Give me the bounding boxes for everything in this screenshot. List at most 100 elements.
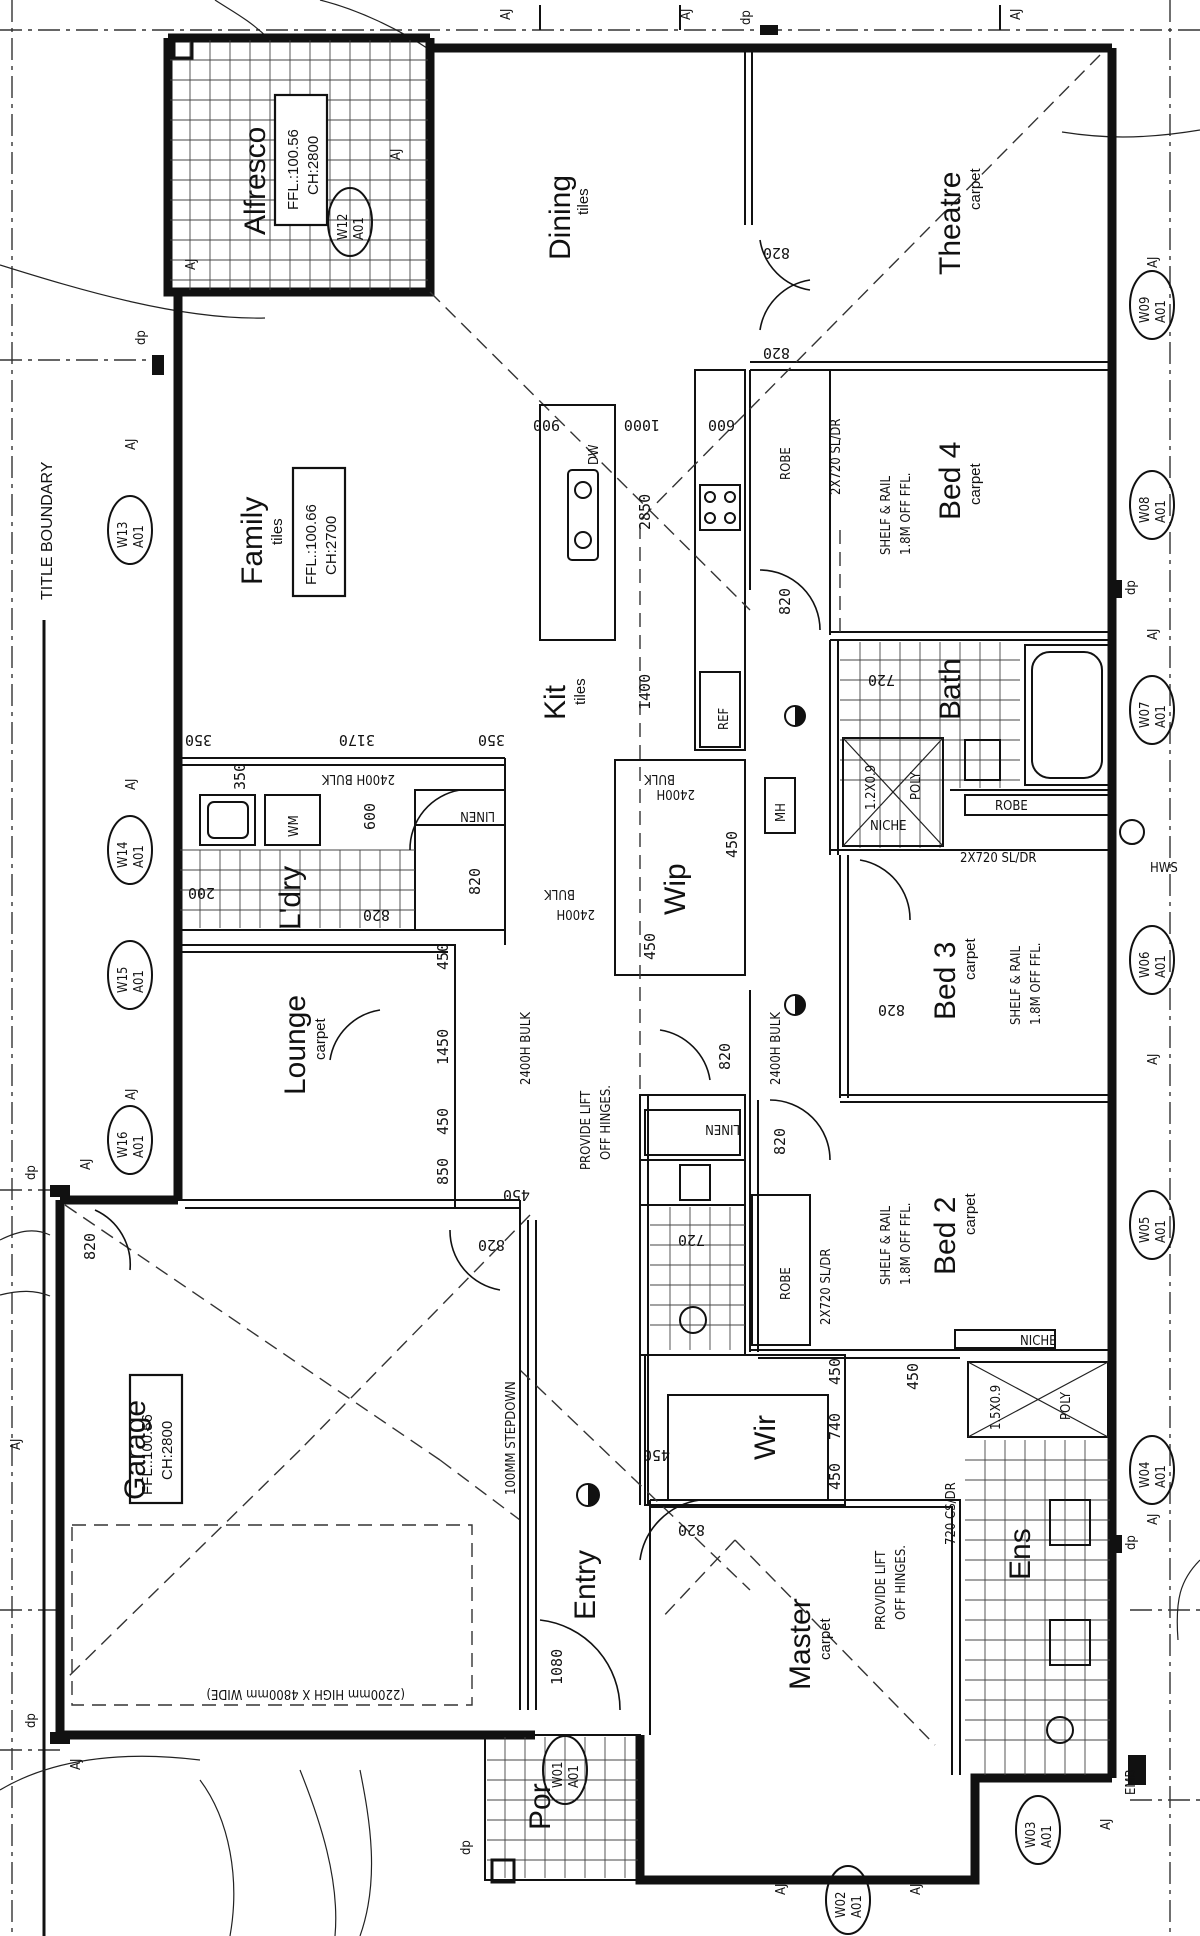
dim-1080: 1080 [548,1649,566,1685]
dim-450-wip: 450 [723,831,741,858]
room-bath: Bath [934,658,967,720]
bulk-2400-a: 2400H BULK [519,1012,534,1085]
dw-label: DW [587,444,602,465]
bed2-robe: ROBE [779,1267,794,1300]
dim-820-hall: 820 [716,1043,734,1070]
stepdown-note: 100MM STEPDOWN [504,1381,519,1495]
internal-walls [178,50,1110,1881]
aj-9: AJ [1146,257,1161,268]
tag-w04-a01: A01 [1154,1465,1169,1488]
dim-820-ldry: 820 [363,906,390,924]
room-dining: Dining [544,175,577,260]
lift-hinge-1: PROVIDE LIFT [579,1090,594,1170]
room-theatre: Theatre [934,172,967,275]
tag-w03: W03 [1024,1822,1039,1848]
bed4-shelf-1: SHELF & RAIL [879,476,894,555]
emb-label: EMB [1124,1769,1139,1795]
tag-w01: W01 [551,1762,566,1788]
fixtures [50,25,1146,1884]
bulk-2400-e1: 2400H [656,786,695,801]
bulk-2400-d1: 2400H [556,906,595,921]
tag-w02-a01: A01 [850,1895,865,1918]
window-tags [107,187,1175,1935]
dim-350-b: 350 [478,731,505,749]
dim-450-wir-a: 450 [826,1358,844,1385]
dim-450-wir-d: 450 [643,1446,670,1464]
tag-w12: W12 [336,214,351,240]
bulk-2400-b: 2400H BULK [769,1012,784,1085]
room-master: Master [784,1598,817,1690]
room-lounge: Lounge [279,995,312,1095]
bath-shower-size: 1.2X0.9 [864,765,879,810]
dim-450-lounge-b: 450 [434,1108,452,1135]
room-wir: Wir [749,1415,782,1460]
dim-740: 740 [826,1413,844,1440]
garage-door-note: (2200mm HIGH X 4800mm WIDE) [206,1686,405,1701]
family-ffl: FFL.:100.66 [303,504,320,585]
dp-2: dp [739,10,754,25]
dim-450-lounge-a: 450 [434,943,452,970]
master-lift-1: PROVIDE LIFT [874,1550,889,1630]
aj-8: AJ [389,149,404,160]
tag-w13: W13 [116,522,131,548]
bath-niche: NICHE [870,819,907,834]
tag-w14: W14 [116,842,131,868]
room-por: Por [524,1783,557,1830]
roof-lines [64,54,1101,1746]
dp-1: dp [134,330,149,345]
linen-hall: LINEN [705,1121,740,1136]
ens-csdr: 720 CS/DR [944,1482,959,1545]
bath-poly: POLY [909,771,924,800]
tag-w09: W09 [1138,297,1153,323]
aj-17: AJ [499,9,514,20]
dp-4: dp [1124,1535,1139,1550]
garage-ffl: FFL.:100.56 [139,1414,156,1495]
bulk-2400-c: 2400H BULK [322,771,395,786]
linen-laundry: LINEN [460,808,495,823]
dim-1450: 1450 [434,1029,452,1065]
aj-18: AJ [1009,9,1024,20]
ens-shower-size: 1.5X0.9 [989,1385,1004,1430]
ref-label: REF [717,707,732,730]
room-bed3: Bed 3 [929,942,962,1020]
room-entry: Entry [569,1550,602,1620]
dim-820-dining-b: 820 [763,344,790,362]
bed4-floor: carpet [967,462,984,505]
dim-900: 900 [533,416,560,434]
bed2-sldr: 2X720 SL/DR [819,1249,834,1326]
dim-820-dining: 820 [763,244,790,262]
dim-3170: 3170 [339,731,375,749]
dim-350-a: 350 [185,731,212,749]
tag-w15-a01: A01 [132,970,147,993]
dim-820-lounge: 820 [478,1236,505,1254]
alfresco-ch: CH:2800 [305,136,322,195]
tag-w13-a01: A01 [132,525,147,548]
lift-hinge-2: OFF HINGES. [599,1085,614,1160]
aj-11: AJ [1146,1054,1161,1065]
aj-7: AJ [184,259,199,270]
ens-poly: POLY [1059,1391,1074,1420]
dim-820-master: 820 [678,1521,705,1539]
bed4-shelf-2: 1.8M OFF FFL. [899,473,914,555]
tag-w05: W05 [1138,1217,1153,1243]
tag-w07-a01: A01 [1154,705,1169,728]
aj-1: AJ [124,439,139,450]
tag-w16-a01: A01 [132,1135,147,1158]
lounge-floor: carpet [312,1017,329,1060]
master-lift-2: OFF HINGES. [894,1545,909,1620]
ens-niche: NICHE [1020,1334,1057,1349]
tag-w14-a01: A01 [132,845,147,868]
tag-w12-a01: A01 [352,217,367,240]
tag-w05-a01: A01 [1154,1220,1169,1243]
bed4-robe: ROBE [779,447,794,480]
bulk-2400-d2: BULK [544,886,575,901]
bed3-sldr: 2X720 SL/DR [960,851,1037,866]
aj-13: AJ [774,1884,789,1895]
aj-10: AJ [1146,629,1161,640]
dim-850: 850 [434,1158,452,1185]
family-floor: tiles [269,518,286,545]
title-boundary-label: TITLE BOUNDARY [39,461,56,600]
aj-6: AJ [69,1759,84,1770]
bed3-floor: carpet [962,937,979,980]
